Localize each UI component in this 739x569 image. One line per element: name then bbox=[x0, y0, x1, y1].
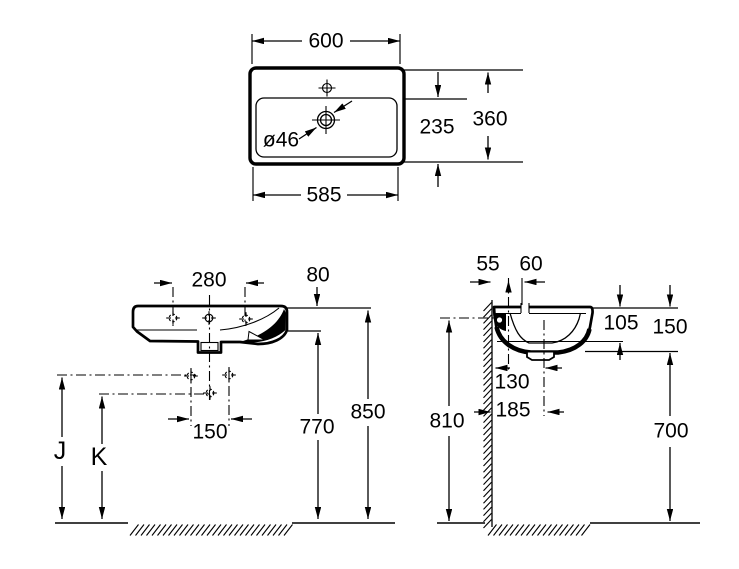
dim-drain-diameter: ø46 bbox=[263, 129, 299, 152]
dim-front-edge-height: 150 bbox=[652, 285, 688, 416]
dim-k-label: K bbox=[91, 443, 108, 471]
dim-drain-offset-a-label: 130 bbox=[494, 371, 529, 394]
dim-hole-spacing-label: 150 bbox=[192, 421, 227, 444]
dim-tap-centers: 280 bbox=[154, 269, 264, 292]
dim-tap-offset-label: 60 bbox=[519, 253, 542, 276]
tap-hole-mark bbox=[318, 79, 336, 97]
dim-total-width: 600 bbox=[251, 30, 401, 64]
dim-total-depth-label: 360 bbox=[472, 108, 507, 131]
dim-wall-offset-label: 55 bbox=[476, 253, 499, 276]
dim-inner-width-label: 585 bbox=[306, 184, 341, 207]
dim-fixing-height: 810 bbox=[429, 320, 465, 521]
dim-rim-top-height-label: 850 bbox=[350, 401, 385, 424]
basin-plan-outline bbox=[248, 66, 406, 166]
dim-tap-centers-label: 280 bbox=[191, 269, 226, 292]
dim-rim-top-height: 850 bbox=[350, 310, 386, 519]
dim-inner-width: 585 bbox=[252, 167, 399, 207]
drain-pointer-sw bbox=[298, 126, 317, 140]
wall-hatch bbox=[483, 302, 492, 529]
dim-height-under-rim: 770 bbox=[299, 333, 335, 519]
side-view: 55 60 105 150 700 bbox=[429, 253, 700, 536]
dim-bowl-inner-depth-label: 105 bbox=[603, 312, 638, 335]
dim-wall-to-drain: 185 bbox=[474, 399, 564, 422]
drain-hole-mark bbox=[298, 100, 353, 140]
dim-drain-offset-a: 130 bbox=[494, 364, 562, 394]
dim-total-width-label: 600 bbox=[308, 30, 343, 53]
fixing-hole-side bbox=[496, 317, 503, 323]
dim-bowl-depth: 235 bbox=[419, 72, 455, 187]
ground-hatch-front bbox=[129, 524, 293, 536]
dim-bowl-depth-label: 235 bbox=[419, 116, 454, 139]
dim-fixing-height-label: 810 bbox=[429, 410, 464, 433]
drain-pointer-ne bbox=[333, 100, 353, 114]
dim-rim-height: 80 bbox=[306, 264, 330, 306]
dim-front-edge-height-label: 150 bbox=[652, 316, 687, 339]
dim-height-under-rim-label: 770 bbox=[299, 416, 334, 439]
front-view: 280 80 770 850 150 bbox=[54, 264, 395, 536]
dim-j-label: J bbox=[54, 437, 67, 465]
tap-hole-gap bbox=[521, 303, 529, 314]
dim-bowl-inner-depth: 105 bbox=[603, 285, 639, 360]
dim-rim-height-label: 80 bbox=[306, 264, 329, 287]
dim-tap-offset: 60 bbox=[519, 253, 545, 286]
hole-crosshairs bbox=[166, 311, 253, 400]
dim-clearance-height-label: 700 bbox=[653, 420, 688, 443]
dim-k: K bbox=[91, 396, 108, 519]
basin-front-inner-curve bbox=[219, 307, 280, 331]
ground-hatch-side bbox=[487, 524, 591, 536]
dim-clearance-height: 700 bbox=[653, 420, 689, 521]
dim-j: J bbox=[54, 377, 67, 519]
dim-wall-to-drain-label: 185 bbox=[495, 399, 530, 422]
dim-hole-spacing: 150 bbox=[168, 415, 252, 444]
basin-side-bowl-inner bbox=[509, 312, 582, 344]
dim-wall-offset: 55 bbox=[470, 253, 512, 293]
basin-front-wedge bbox=[247, 330, 266, 341]
basin-plan-bowl bbox=[255, 97, 398, 158]
drain-stub bbox=[526, 352, 555, 361]
basin-front-bowl-sweep bbox=[240, 309, 286, 343]
dim-total-depth: 360 bbox=[472, 72, 508, 160]
top-view: ø46 600 585 235 bbox=[248, 30, 523, 207]
